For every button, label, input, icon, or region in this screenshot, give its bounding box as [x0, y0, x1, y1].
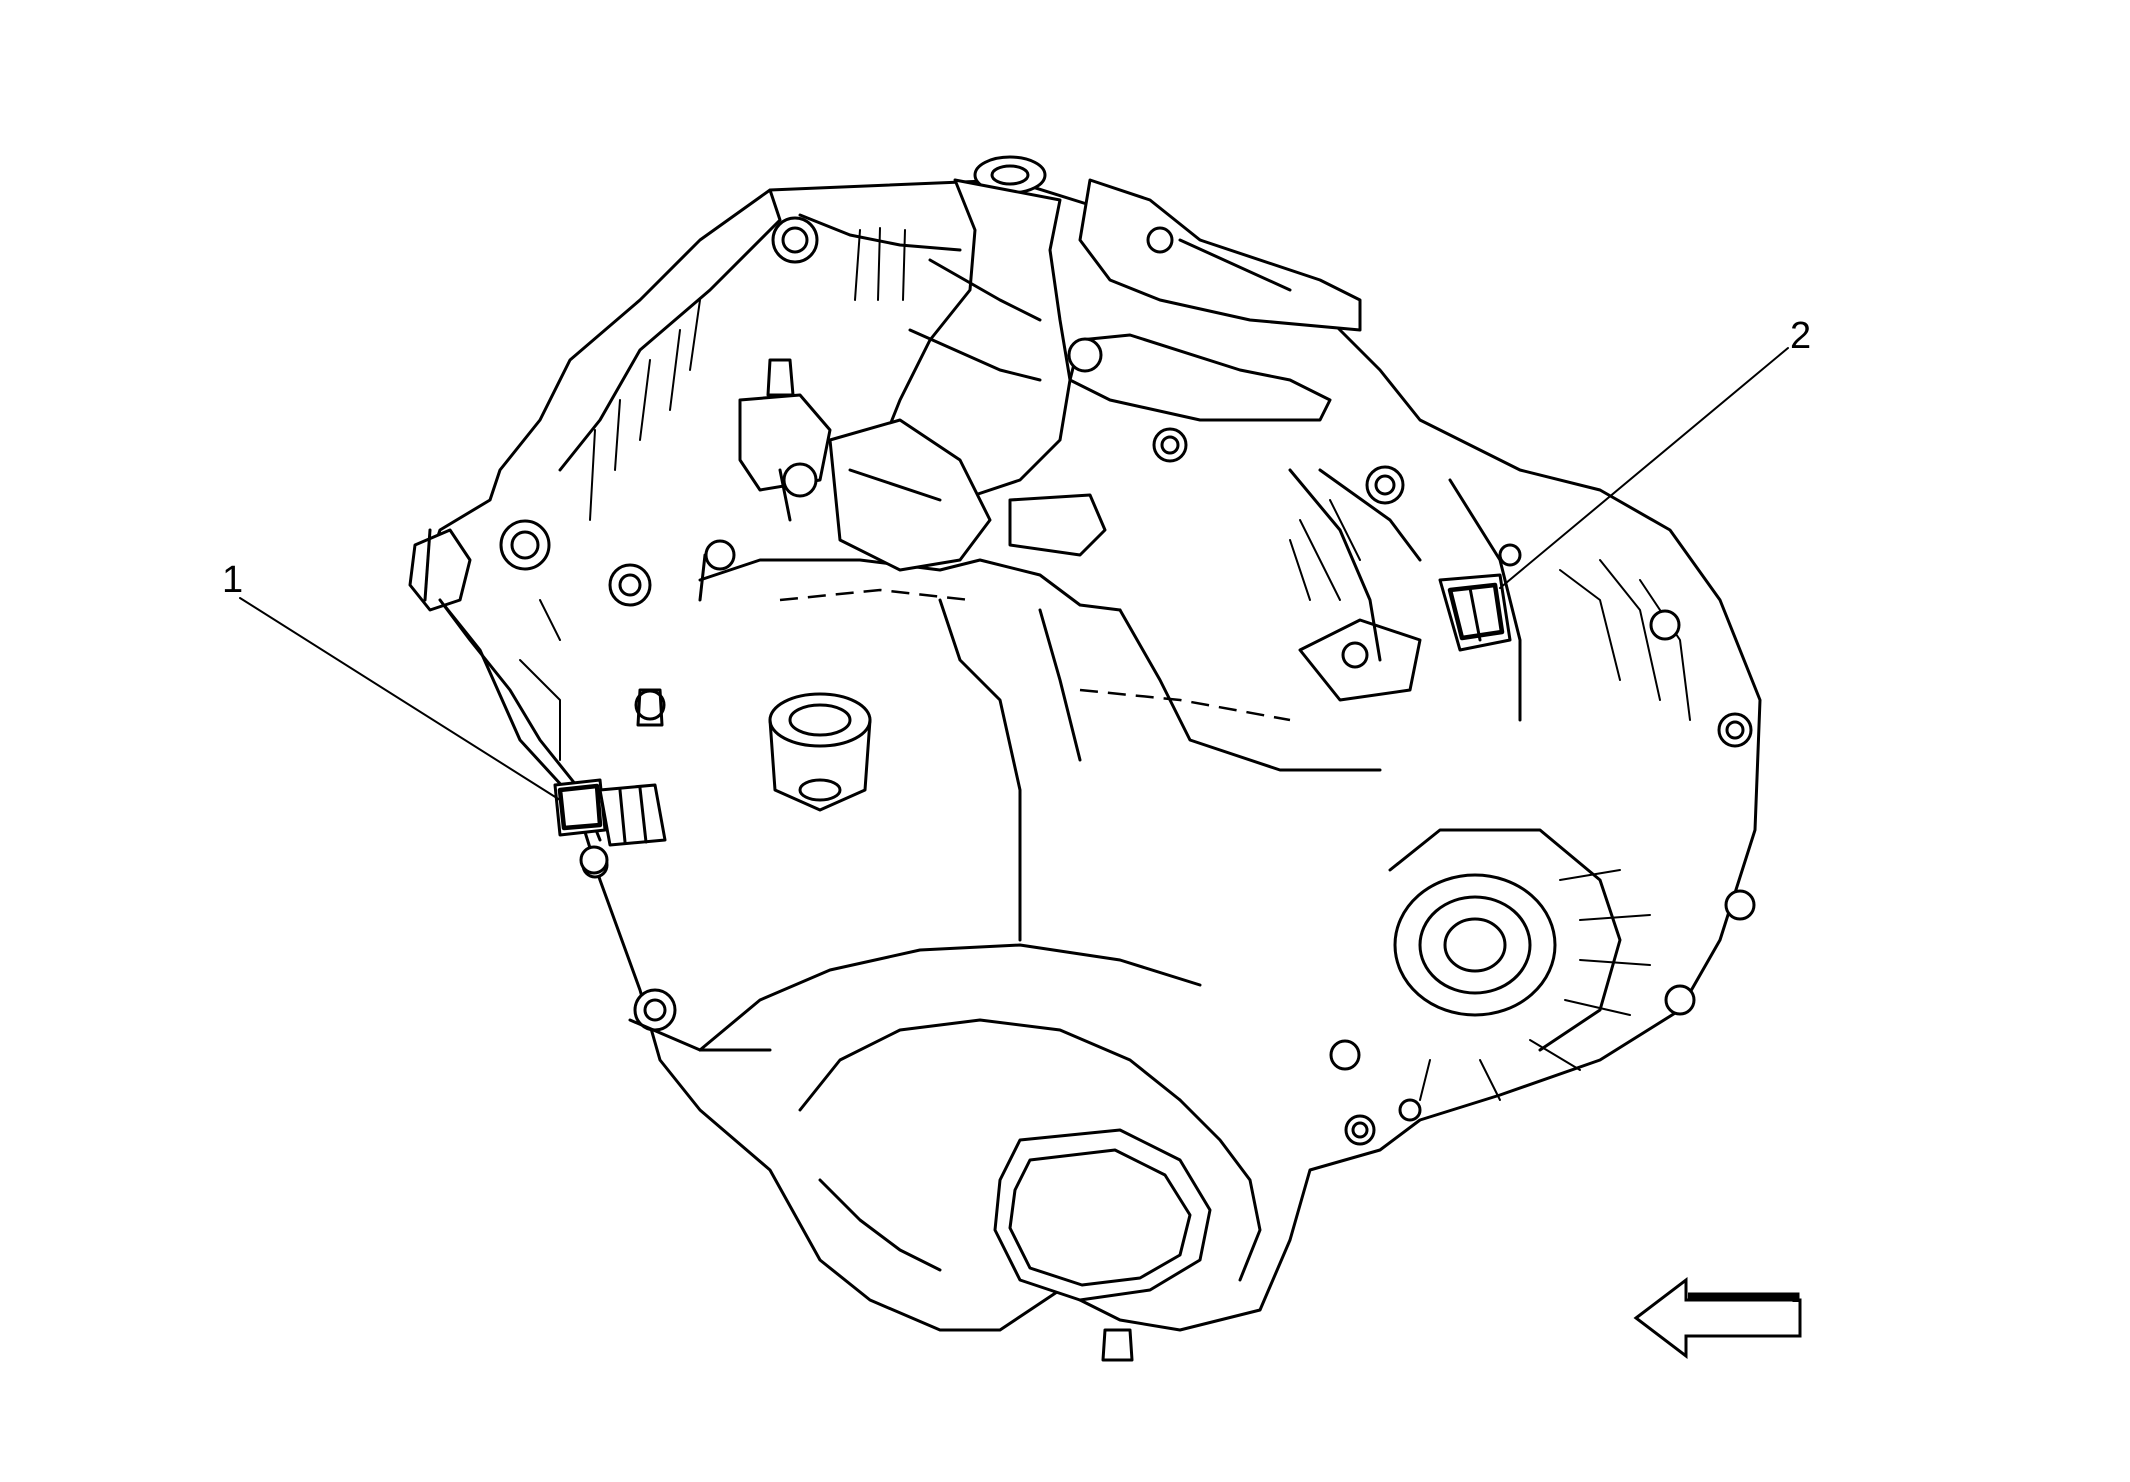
callout-2: 2	[1499, 315, 1811, 589]
callout-2-label: 2	[1790, 315, 1811, 357]
connector-2	[1438, 543, 1522, 652]
callout-1: 1	[222, 559, 561, 801]
bottom-cover	[993, 1128, 1212, 1302]
output-seal	[1393, 873, 1557, 1017]
left-arrow-icon	[1633, 1276, 1802, 1360]
shift-mechanism	[698, 155, 1362, 602]
callout-1-label: 1	[222, 559, 243, 601]
connector-1	[553, 778, 667, 875]
